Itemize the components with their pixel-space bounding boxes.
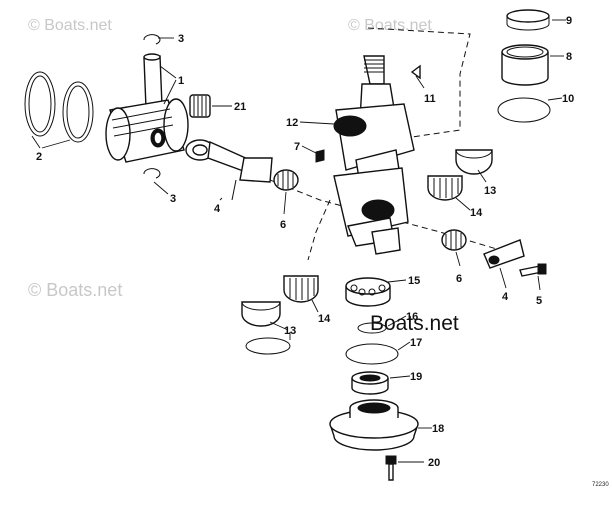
retaining-ring-left[interactable] — [245, 337, 291, 355]
callout-10: 10 — [562, 93, 574, 105]
callout-12: 12 — [286, 117, 298, 129]
connecting-rod-bolt[interactable] — [519, 263, 547, 277]
bearing-half-14-left[interactable] — [283, 275, 319, 303]
callout-6-left: 6 — [280, 219, 286, 231]
bearing-half-14-right[interactable] — [427, 175, 463, 201]
callout-5: 5 — [536, 295, 542, 307]
connecting-rod[interactable] — [185, 139, 273, 201]
callout-6-right: 6 — [456, 273, 462, 285]
callout-16: 16 — [406, 311, 418, 323]
watermark-center: Boats.net — [370, 312, 459, 335]
watermark-top-left: © Boats.net — [28, 17, 112, 34]
upper-main-bearing-8[interactable] — [501, 44, 549, 86]
oil-seal-19[interactable] — [351, 371, 389, 395]
callout-13-right: 13 — [484, 185, 496, 197]
bearing-half-13-right[interactable] — [455, 149, 493, 175]
watermark-top-right: © Boats.net — [348, 17, 432, 34]
rod-needle-bearing-left[interactable] — [273, 169, 299, 191]
piston-rings[interactable] — [24, 71, 94, 143]
retaining-ring-lower[interactable] — [143, 168, 161, 179]
reference-code: 72230 — [592, 482, 609, 488]
callout-20: 20 — [428, 457, 440, 469]
watermark-mid-left: © Boats.net — [28, 280, 122, 300]
ball-bearing[interactable] — [345, 277, 391, 307]
callout-2: 2 — [36, 151, 42, 163]
callout-17: 17 — [410, 337, 422, 349]
callout-18: 18 — [432, 423, 444, 435]
callout-4-right: 4 — [502, 291, 509, 303]
callout-11: 11 — [424, 93, 436, 105]
assembly-line-top — [367, 27, 471, 139]
retaining-ring-top[interactable] — [143, 34, 161, 45]
connecting-rod-cap[interactable] — [483, 239, 525, 269]
retaining-ring-10[interactable] — [497, 97, 551, 123]
piston-pin-needle-bearing[interactable] — [189, 94, 211, 118]
piston[interactable] — [105, 98, 189, 163]
rod-needle-bearing-right[interactable] — [441, 229, 467, 251]
callout-15: 15 — [408, 275, 420, 287]
snap-ring-16[interactable] — [357, 322, 387, 334]
bearing-retainer-7[interactable] — [315, 149, 325, 163]
crankshaft[interactable] — [333, 55, 415, 255]
upper-bearing-ring-9[interactable] — [506, 9, 550, 31]
callout-7: 7 — [294, 141, 300, 153]
callout-13-left: 13 — [284, 325, 296, 337]
o-ring-17[interactable] — [345, 343, 399, 365]
lower-bearing-housing[interactable] — [329, 399, 419, 451]
callout-19: 19 — [410, 371, 422, 383]
callout-3-lower: 3 — [170, 193, 176, 205]
callout-21: 21 — [234, 101, 246, 113]
woodruff-key[interactable] — [410, 64, 421, 80]
housing-screw[interactable] — [385, 455, 397, 481]
bearing-half-13-left[interactable] — [241, 301, 281, 327]
callout-4-left: 4 — [214, 203, 221, 215]
assembly-line-lower — [307, 199, 331, 261]
callout-1: 1 — [178, 75, 184, 87]
leader-lines — [31, 19, 566, 463]
callout-8: 8 — [566, 51, 572, 63]
callout-14-right: 14 — [470, 207, 483, 219]
callout-9: 9 — [566, 15, 572, 27]
callout-3-top: 3 — [178, 33, 184, 45]
callout-14-left: 14 — [318, 313, 331, 325]
piston-pin[interactable] — [143, 53, 163, 109]
